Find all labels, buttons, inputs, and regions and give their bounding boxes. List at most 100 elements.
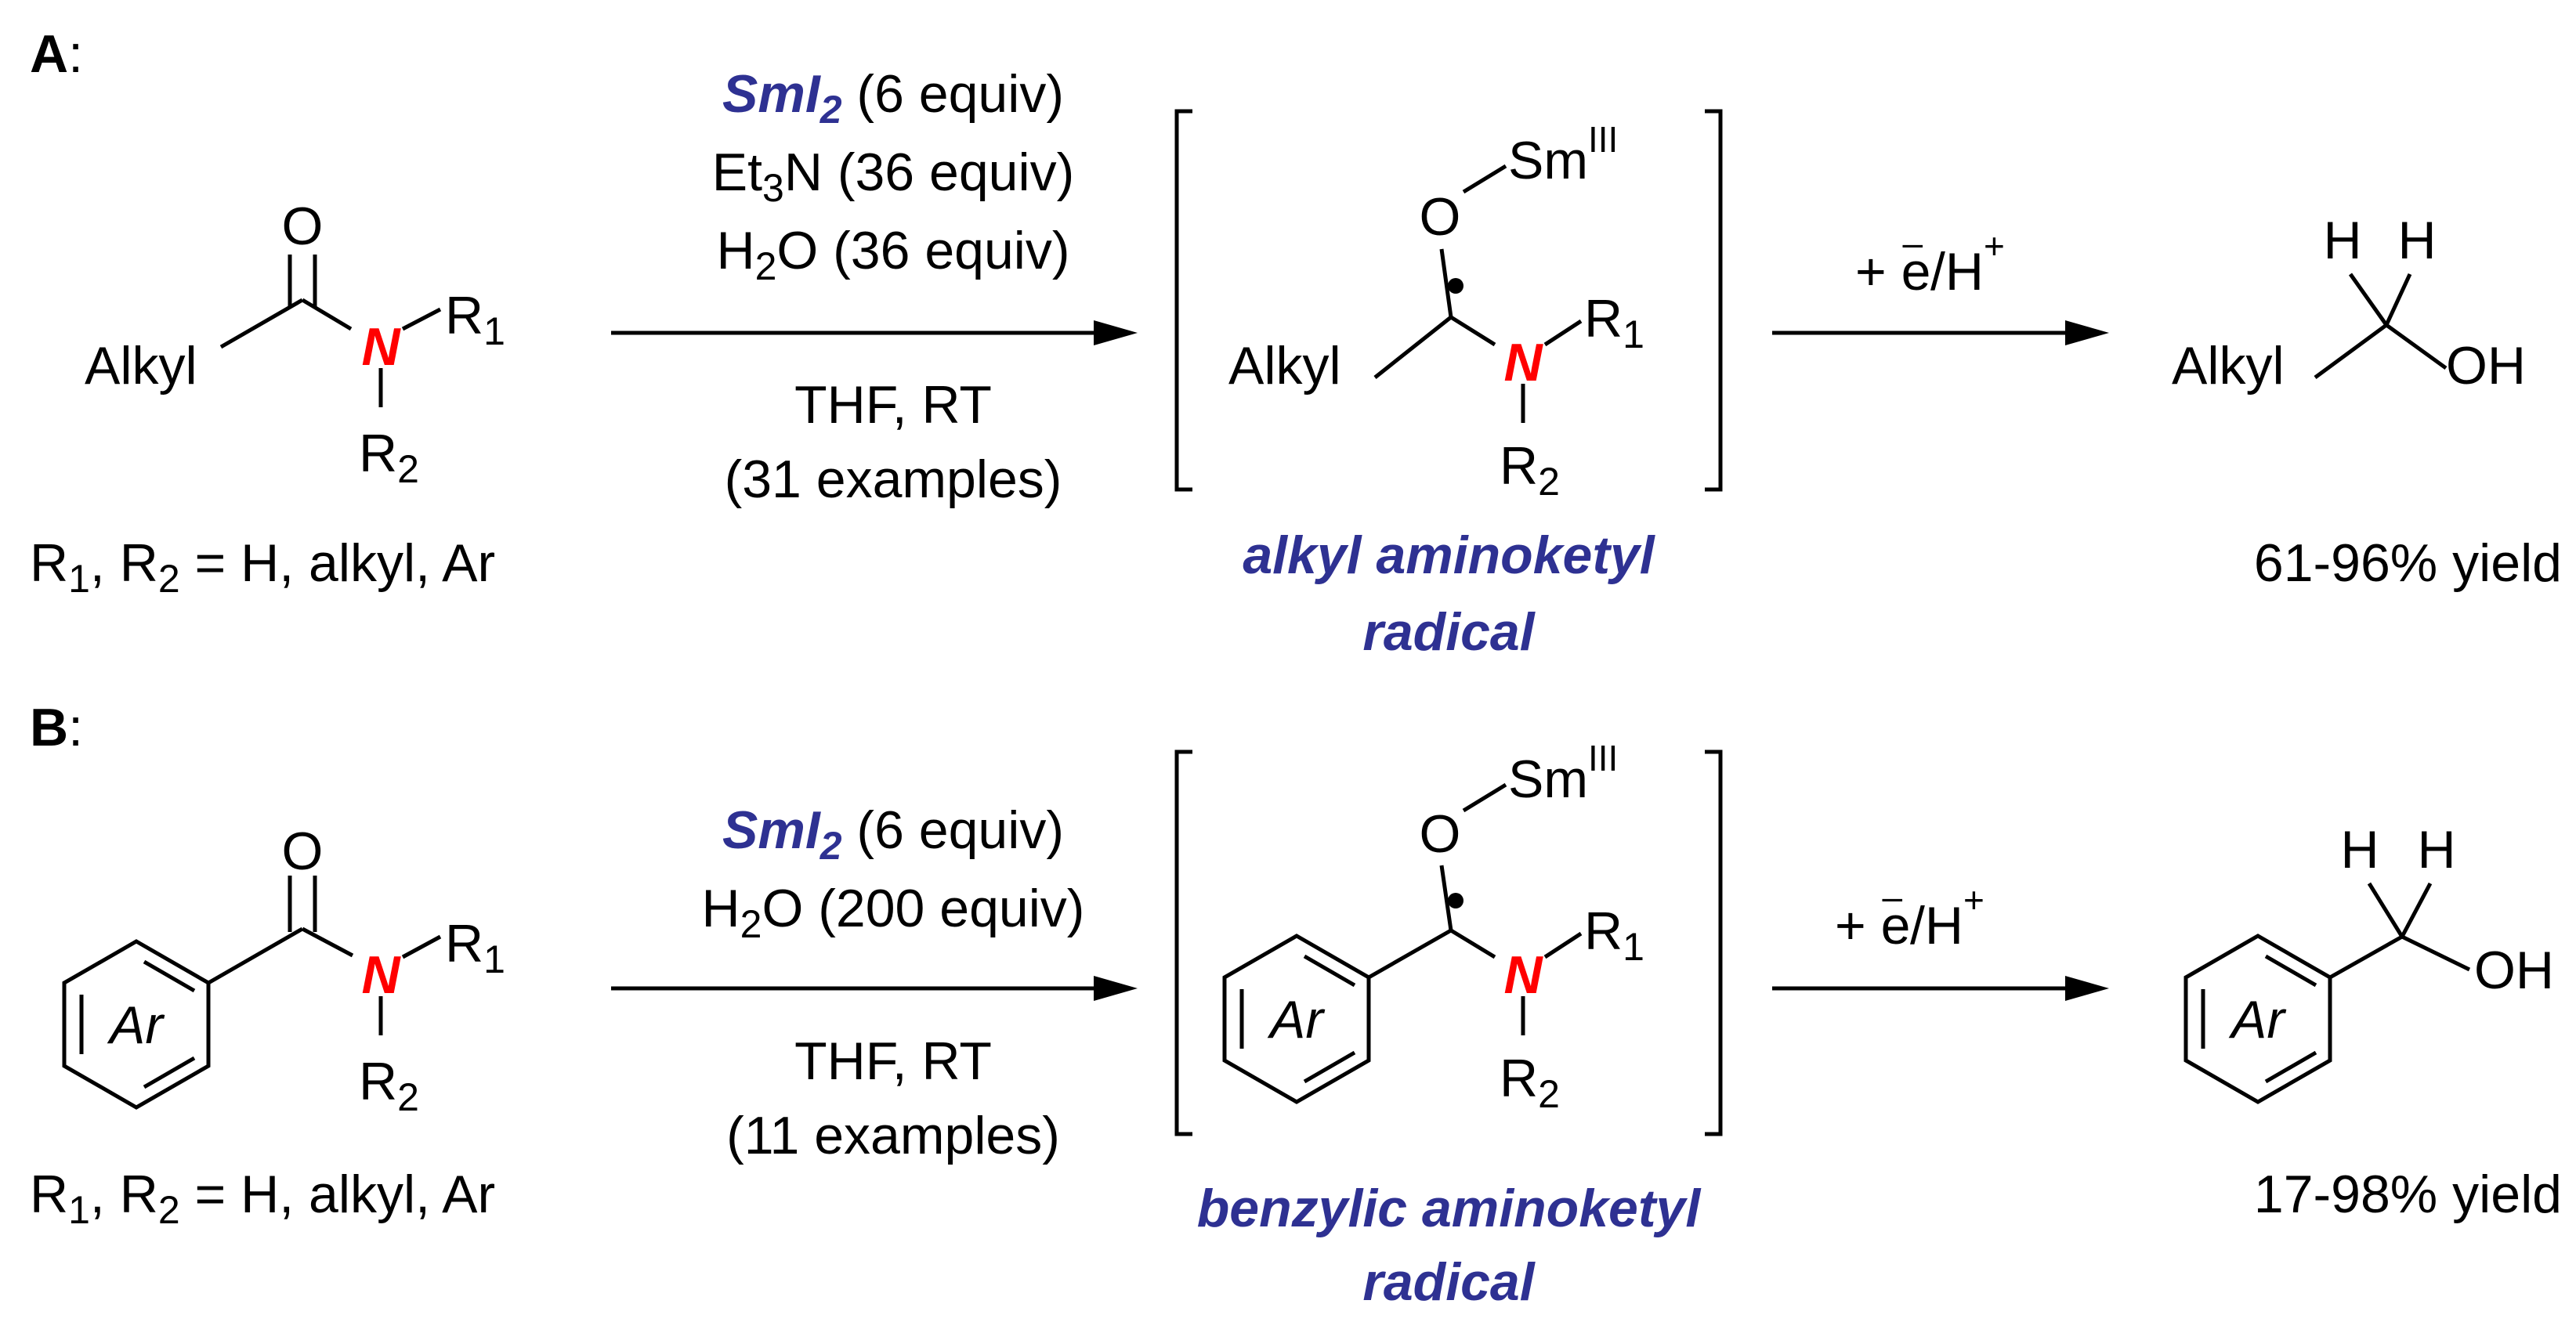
water-line: H2O (36 equiv) bbox=[716, 221, 1069, 288]
r2-substituent: R2 bbox=[359, 424, 419, 491]
bond bbox=[1367, 928, 1453, 980]
nitrogen-atom: N bbox=[361, 317, 401, 377]
panel-a-second-arrow bbox=[1772, 320, 2109, 345]
panel-a-product: H H Alkyl OH bbox=[2172, 211, 2526, 396]
reagent-line: SmI2 (6 equiv) bbox=[722, 800, 1064, 868]
bond bbox=[207, 926, 304, 985]
bond bbox=[1462, 164, 1507, 194]
aryl-label: Ar bbox=[2228, 990, 2286, 1049]
aryl-label: Ar bbox=[1267, 990, 1325, 1049]
bond bbox=[1439, 248, 1453, 318]
panel-b-label: B: bbox=[30, 698, 83, 757]
bond bbox=[1373, 316, 1453, 379]
panel-a-reaction-arrow bbox=[611, 320, 1138, 345]
panel-b-intermediate: Ar O SmIII N R1 R2 bbox=[1222, 738, 1644, 1116]
r1-substituent: R1 bbox=[1584, 901, 1644, 969]
panel-b-substituent-note: R1, R2 = H, alkyl, Ar bbox=[30, 1165, 495, 1232]
aromatic-double-bond bbox=[143, 959, 196, 993]
alkyl-label: Alkyl bbox=[85, 336, 197, 396]
nitrogen-atom: N bbox=[361, 945, 401, 1005]
panel-b-reaction-arrow bbox=[611, 976, 1138, 1001]
panel-a: A: Alkyl O N R1 R2 R1, R2 = H, alkyl, Ar… bbox=[30, 24, 2562, 662]
panel-b-starting-amide: Ar O N R1 R2 bbox=[62, 822, 505, 1119]
panel-a-reduction-label: + e–/H+ bbox=[1855, 222, 2005, 302]
aromatic-double-bond bbox=[1303, 954, 1356, 988]
panel-b-conditions: SmI2 (6 equiv) H2O (200 equiv) THF, RT (… bbox=[702, 800, 1085, 1165]
r1-substituent: R1 bbox=[445, 286, 505, 353]
bond bbox=[2314, 323, 2388, 380]
bond bbox=[2401, 934, 2471, 972]
r2-substituent: R2 bbox=[1500, 436, 1560, 504]
left-bracket bbox=[1174, 109, 1192, 492]
panel-a-intermediate-name-line2: radical bbox=[1362, 602, 1536, 662]
solvent-line: THF, RT bbox=[794, 1031, 992, 1091]
panel-a-starting-amide: Alkyl O N R1 R2 bbox=[85, 197, 505, 491]
panel-b-intermediate-name-line1: benzylic aminoketyl bbox=[1197, 1179, 1702, 1238]
panel-b-second-arrow bbox=[1772, 976, 2109, 1001]
bond bbox=[401, 934, 442, 959]
solvent-line: THF, RT bbox=[794, 375, 992, 435]
panel-a-label: A: bbox=[30, 24, 83, 84]
bond bbox=[301, 926, 354, 958]
aromatic-double-bond bbox=[143, 1056, 196, 1089]
oxygen-atom: O bbox=[282, 822, 324, 881]
nitrogen-atom: N bbox=[1503, 333, 1543, 392]
hydrogen-atom: H bbox=[2323, 211, 2361, 270]
oxygen-atom: O bbox=[1420, 804, 1461, 864]
samarium-label: SmIII bbox=[1508, 119, 1618, 190]
oxygen-atom: O bbox=[1420, 187, 1461, 247]
samarium-label: SmIII bbox=[1508, 738, 1618, 809]
radical-dot bbox=[1448, 278, 1463, 294]
panel-a-substituent-note: R1, R2 = H, alkyl, Ar bbox=[30, 533, 495, 601]
panel-a-yield: 61-96% yield bbox=[2254, 533, 2562, 593]
right-bracket bbox=[1705, 749, 1723, 1136]
hydroxyl-group: OH bbox=[2474, 941, 2554, 1000]
reagent-line: SmI2 (6 equiv) bbox=[722, 64, 1064, 132]
bond bbox=[301, 298, 353, 331]
panel-b: B: Ar O N R1 R2 R1, R2 = H, alkyl, Ar Sm… bbox=[30, 698, 2562, 1312]
bond bbox=[2348, 273, 2389, 327]
oxygen-atom: O bbox=[282, 197, 324, 256]
arrow-head bbox=[1094, 976, 1138, 1001]
bond bbox=[1462, 782, 1507, 813]
amine-line: Et3N (36 equiv) bbox=[712, 143, 1074, 210]
panel-b-product: Ar H H OH bbox=[2183, 820, 2554, 1104]
bond bbox=[2367, 882, 2404, 938]
bond bbox=[2400, 882, 2433, 938]
hydroxyl-group: OH bbox=[2446, 336, 2526, 396]
right-bracket bbox=[1705, 109, 1723, 492]
nitrogen-atom: N bbox=[1503, 945, 1543, 1005]
panel-b-yield: 17-98% yield bbox=[2254, 1165, 2562, 1224]
panel-a-intermediate-name-line1: alkyl aminoketyl bbox=[1243, 526, 1655, 585]
bond bbox=[1543, 931, 1583, 959]
examples-line: (31 examples) bbox=[725, 450, 1062, 509]
bond bbox=[219, 298, 304, 349]
aromatic-double-bond bbox=[2264, 954, 2317, 988]
hydrogen-atom: H bbox=[2340, 820, 2379, 880]
arrow-head bbox=[2065, 320, 2109, 345]
radical-dot bbox=[1448, 893, 1463, 908]
hydrogen-atom: H bbox=[2397, 211, 2436, 270]
bond bbox=[401, 307, 442, 331]
left-bracket bbox=[1174, 749, 1192, 1136]
r2-substituent: R2 bbox=[1500, 1049, 1560, 1116]
panel-a-conditions: SmI2 (6 equiv) Et3N (36 equiv) H2O (36 e… bbox=[712, 64, 1074, 509]
panel-b-reduction-label: + e–/H+ bbox=[1835, 876, 1984, 955]
alkyl-label: Alkyl bbox=[2172, 336, 2285, 396]
bond bbox=[1449, 315, 1496, 347]
r1-substituent: R1 bbox=[1584, 289, 1644, 356]
aryl-label: Ar bbox=[107, 995, 165, 1055]
panel-a-intermediate: Alkyl O SmIII N R1 R2 bbox=[1228, 119, 1644, 504]
water-line: H2O (200 equiv) bbox=[702, 879, 1085, 946]
r2-substituent: R2 bbox=[359, 1052, 419, 1119]
hydrogen-atom: H bbox=[2417, 820, 2455, 880]
arrow-head bbox=[2065, 976, 2109, 1001]
examples-line: (11 examples) bbox=[726, 1106, 1060, 1165]
panel-b-intermediate-name-line2: radical bbox=[1362, 1252, 1536, 1312]
arrow-head bbox=[1094, 320, 1138, 345]
r1-substituent: R1 bbox=[445, 914, 505, 981]
bond bbox=[1543, 319, 1583, 347]
bond bbox=[2385, 323, 2448, 370]
bond bbox=[1449, 928, 1496, 959]
